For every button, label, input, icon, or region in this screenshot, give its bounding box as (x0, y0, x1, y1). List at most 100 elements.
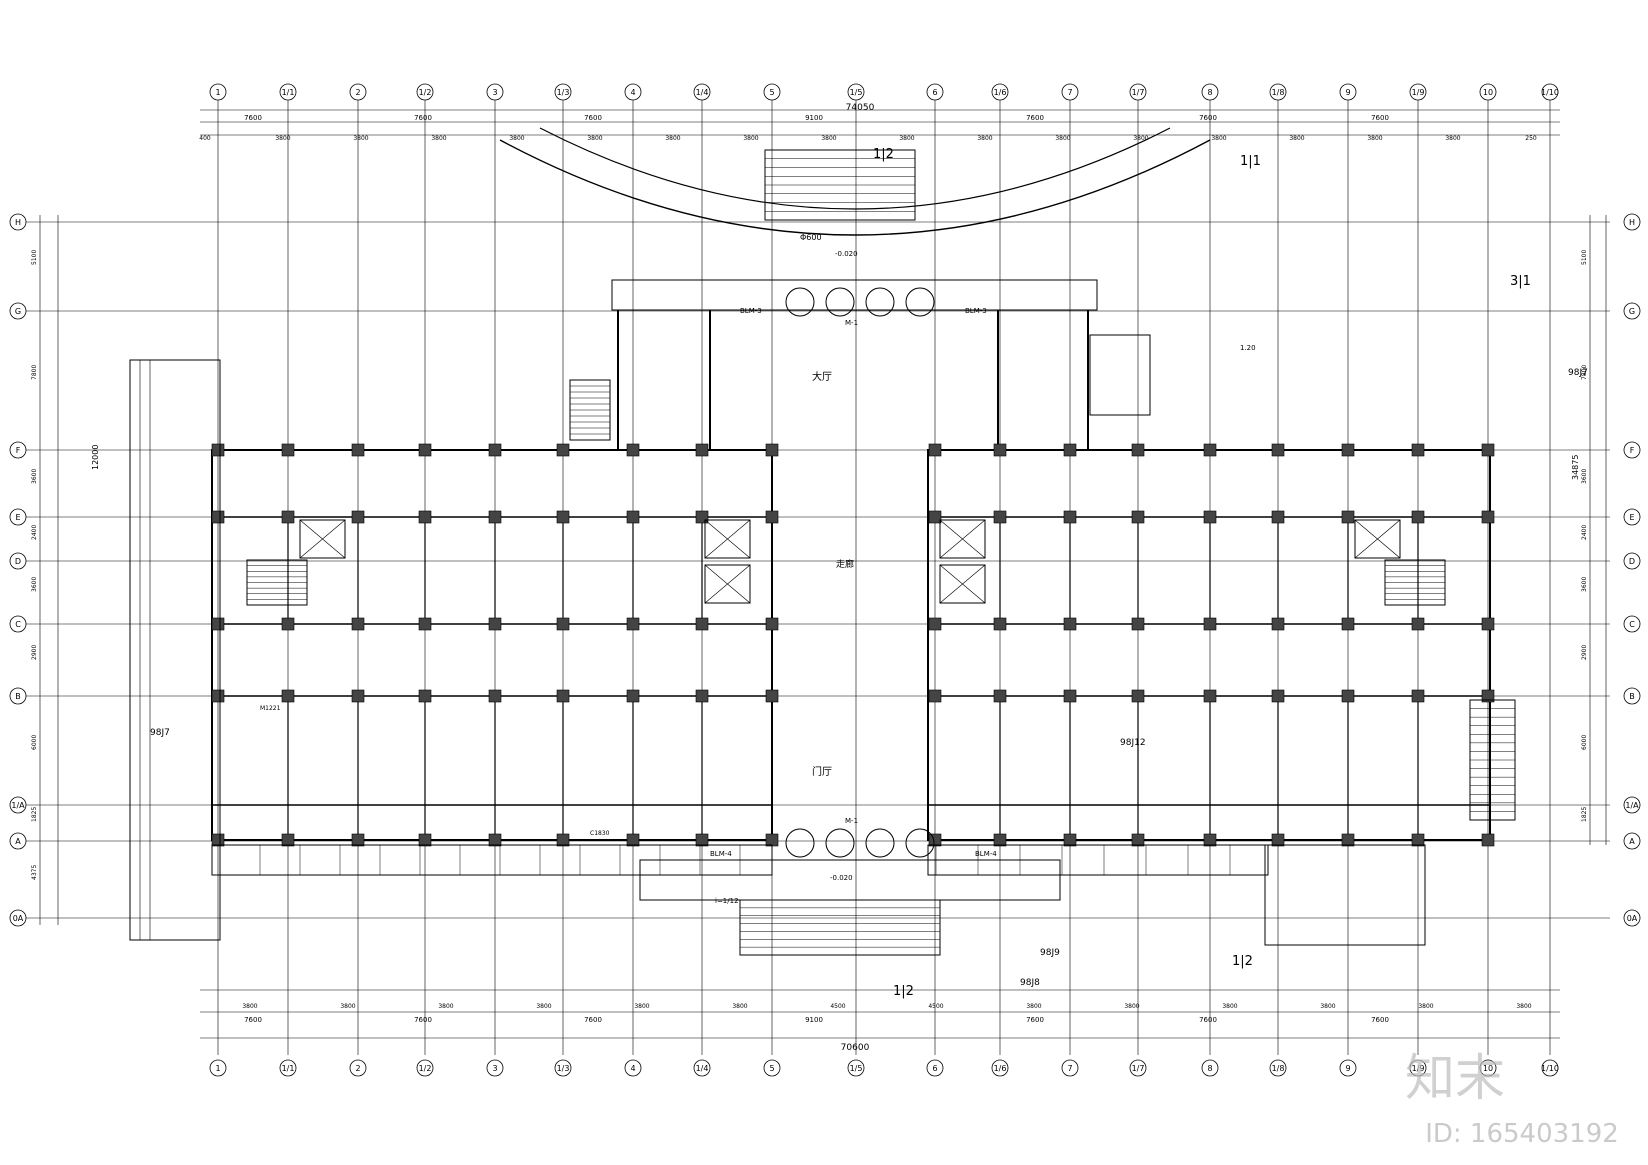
dim-top-sub-4: 3800 (431, 135, 446, 142)
dim-right-part-8: 1825 (1581, 807, 1588, 822)
column-2-1 (281, 617, 295, 631)
label-entrance-back: M-1 (845, 817, 858, 825)
dim-bottom-sub-12: 3800 (1320, 1003, 1335, 1010)
dim-bottom-sub-2: 3800 (340, 1003, 355, 1010)
elevator-5 (299, 519, 346, 559)
column-0-18 (1481, 443, 1495, 457)
column-1-6 (626, 510, 640, 524)
entrance-frame-bottom (639, 859, 1061, 901)
axis-label-left-2: G (15, 307, 21, 316)
door-top-2 (825, 287, 855, 317)
label-hall: 大厅 (812, 370, 832, 383)
column-2-11 (993, 617, 1007, 631)
axis-bubble-left-9 (9, 832, 27, 850)
column-3-0 (211, 689, 225, 703)
dim-top-sub-14: 3800 (1211, 135, 1226, 142)
axis-bubble-top-7 (624, 83, 642, 101)
column-4-13 (1131, 833, 1145, 847)
axis-label-left-8: 1/A (11, 801, 25, 810)
label-door-m1221: M1221 (260, 705, 281, 712)
elevator-6 (1354, 519, 1401, 559)
elevator-cross-4 (939, 564, 986, 604)
axis-bubble-top-1 (209, 83, 227, 101)
axis-label-top-10: 1/5 (850, 88, 863, 97)
label-lobby: 门厅 (812, 765, 832, 778)
column-4-8 (765, 833, 779, 847)
dim-right-part-1: 5100 (1581, 250, 1588, 265)
axis-label-top-12: 1/6 (994, 88, 1007, 97)
column-4-10 (928, 833, 942, 847)
column-0-10 (928, 443, 942, 457)
label-section-tr: 1|1 (1240, 154, 1261, 169)
column-3-10 (928, 689, 942, 703)
dim-bottom-sub-1: 3800 (242, 1003, 257, 1010)
axis-label-bottom-3: 2 (355, 1064, 360, 1073)
dim-top-sub-6: 3800 (587, 135, 602, 142)
door-bottom-1 (785, 828, 815, 858)
back-steps (739, 899, 941, 956)
axis-label-right-1: H (1629, 218, 1635, 227)
dim-bottom-bay-7: 7600 (1371, 1016, 1389, 1024)
axis-label-top-4: 1/2 (419, 88, 432, 97)
axis-label-left-4: E (15, 513, 20, 522)
axis-bubble-left-3 (9, 441, 27, 459)
axis-label-left-10: 0A (13, 914, 24, 923)
axis-label-left-6: C (15, 620, 21, 629)
column-1-2 (351, 510, 365, 524)
dim-top-sub-1: 400 (199, 135, 211, 142)
label-ramp-i: i=1/12 (715, 897, 739, 905)
entrance-frame-top (611, 279, 1098, 311)
dim-top-bay-6: 7600 (1199, 114, 1217, 122)
axis-bubble-top-12 (991, 83, 1009, 101)
axis-label-right-8: 1/A (1625, 801, 1639, 810)
column-4-3 (418, 833, 432, 847)
axis-label-bottom-6: 1/3 (557, 1064, 570, 1073)
column-4-11 (993, 833, 1007, 847)
axis-label-top-19: 10 (1483, 88, 1493, 97)
door-bottom-4 (905, 828, 935, 858)
column-3-7 (695, 689, 709, 703)
column-1-13 (1131, 510, 1145, 524)
column-2-3 (418, 617, 432, 631)
column-3-12 (1063, 689, 1077, 703)
label-section-bl: 1|2 (893, 984, 914, 999)
dim-bottom-sub-10: 3800 (1124, 1003, 1139, 1010)
column-1-10 (928, 510, 942, 524)
axis-bubble-top-13 (1061, 83, 1079, 101)
axis-bubble-top-19 (1479, 83, 1497, 101)
label-std-98j9: 98J9 (1040, 948, 1060, 958)
dim-top-sub-5: 3800 (509, 135, 524, 142)
axis-label-left-3: F (16, 446, 21, 455)
dim-top-bay-4: 9100 (805, 114, 823, 122)
column-1-18 (1481, 510, 1495, 524)
axis-label-top-8: 1/4 (696, 88, 709, 97)
dim-right-total: 34875 (1571, 455, 1580, 480)
axis-label-right-3: F (1630, 446, 1635, 455)
axis-label-bottom-12: 1/6 (994, 1064, 1007, 1073)
dim-bottom-sub-14: 3800 (1516, 1003, 1531, 1010)
axis-bubble-top-5 (486, 83, 504, 101)
column-0-8 (765, 443, 779, 457)
column-1-11 (993, 510, 1007, 524)
elevator-cross-3 (939, 519, 986, 559)
elevator-2 (704, 564, 751, 604)
axis-label-top-7: 4 (630, 88, 635, 97)
column-4-7 (695, 833, 709, 847)
dim-right-part-5: 3600 (1581, 577, 1588, 592)
dim-left-part-7: 6000 (31, 735, 38, 750)
elevator-cross-2 (704, 564, 751, 604)
column-0-7 (695, 443, 709, 457)
axis-label-top-2: 1/1 (282, 88, 295, 97)
column-3-18 (1481, 689, 1495, 703)
label-std-right: 98J7 (1568, 368, 1588, 378)
canopy-arc-outer (499, 139, 1211, 236)
axis-label-right-7: B (1629, 692, 1635, 701)
column-2-7 (695, 617, 709, 631)
column-0-13 (1131, 443, 1145, 457)
dim-top-sub-9: 3800 (821, 135, 836, 142)
axis-label-top-5: 3 (492, 88, 497, 97)
column-0-14 (1203, 443, 1217, 457)
axis-bubble-top-18 (1409, 83, 1427, 101)
axis-label-left-7: B (15, 692, 21, 701)
column-1-5 (556, 510, 570, 524)
